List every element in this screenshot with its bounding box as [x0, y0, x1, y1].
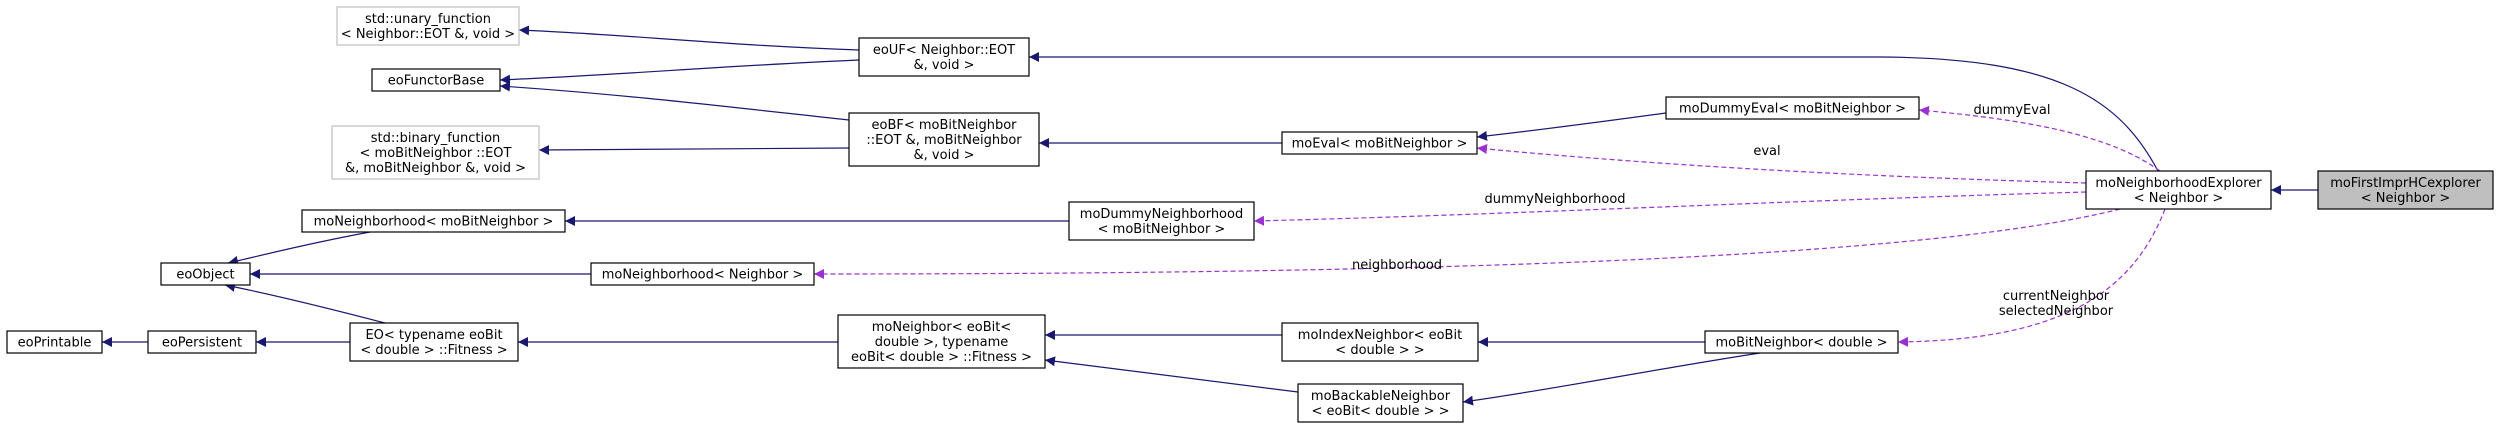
- class-node-label: < Neighbor::EOT &, void >: [341, 27, 515, 42]
- edge-explorer-to-eouf: [1029, 52, 2159, 172]
- class-node-label: eoBF< moBitNeighbor: [872, 118, 1018, 133]
- class-node-label: moNeighborhood< moBitNeighbor >: [314, 215, 554, 230]
- nodes-layer: std::unary_function< Neighbor::EOT &, vo…: [6, 6, 2494, 423]
- class-node-box: [147, 330, 257, 354]
- class-node-box: [2085, 170, 2272, 210]
- edge-explorer-to-dummynbhd: [1253, 191, 2087, 226]
- class-node-box: [1297, 383, 1464, 423]
- class-node-eoobject[interactable]: eoObject: [160, 262, 251, 286]
- class-node-label: moNeighborhood< Neighbor >: [602, 268, 804, 283]
- class-node-label: std::unary_function: [365, 12, 491, 27]
- class-node-label: eoPrintable: [18, 336, 92, 351]
- edge-explorer-to-nbhd: [813, 208, 2121, 279]
- edge-label-neighbor: currentNeighbor: [2003, 289, 2110, 304]
- class-node-box: [301, 209, 566, 233]
- class-node-label: < Neighbor >: [2134, 191, 2223, 206]
- class-node-moneighbor[interactable]: moNeighbor< eoBit<double >, typenameeoBi…: [837, 314, 1046, 369]
- edge-labels-layer: dummyEval eval dummyNeighborhood neighborho…: [1352, 103, 2114, 319]
- class-node-box: [858, 37, 1030, 77]
- edge-eobf-to-binary: [538, 144, 850, 155]
- class-node-label: EO< typename eoBit: [365, 328, 502, 343]
- class-node-label: < Neighbor >: [2361, 191, 2450, 206]
- class-node-firstimpr[interactable]: moFirstImprHCexplorer< Neighbor >: [2317, 170, 2494, 210]
- class-node-label: < double > >: [1335, 343, 1424, 358]
- class-node-box: [160, 262, 251, 286]
- edge-label-neighborhood: neighborhood: [1352, 258, 1442, 273]
- class-node-label: moBitNeighbor< double >: [1716, 336, 1888, 351]
- class-node-box: [336, 6, 520, 46]
- edge-label-eval: eval: [1753, 144, 1780, 159]
- edge-label-dummyEval: dummyEval: [1974, 103, 2051, 118]
- edge-explorer-to-dummyeval: [1918, 105, 2161, 172]
- class-node-eopersistent[interactable]: eoPersistent: [147, 330, 257, 354]
- class-node-label: eoUF< Neighbor::EOT: [873, 43, 1015, 58]
- class-node-label: std::binary_function: [371, 131, 501, 146]
- class-node-binary[interactable]: std::binary_function< moBitNeighbor ::EO…: [331, 125, 540, 180]
- class-node-label: eoBit< double > ::Fitness >: [851, 350, 1032, 365]
- class-node-box: [349, 322, 519, 362]
- class-node-label: &, void >: [914, 148, 975, 163]
- class-node-unary[interactable]: std::unary_function< Neighbor::EOT &, vo…: [336, 6, 520, 46]
- class-node-box: [6, 330, 103, 354]
- class-node-label: moBackableNeighbor: [1311, 389, 1451, 404]
- class-node-explorer[interactable]: moNeighborhoodExplorer< Neighbor >: [2085, 170, 2272, 210]
- class-node-eouf[interactable]: eoUF< Neighbor::EOT&, void >: [858, 37, 1030, 77]
- class-node-label: ::EOT &, moBitNeighbor: [866, 133, 1022, 148]
- class-node-label: eoPersistent: [162, 336, 242, 351]
- class-node-label: moDummyNeighborhood: [1080, 207, 1243, 222]
- class-node-moeval[interactable]: moEval< moBitNeighbor >: [1281, 131, 1478, 155]
- class-node-eoprintable[interactable]: eoPrintable: [6, 330, 103, 354]
- class-node-label: < moBitNeighbor >: [1098, 222, 1226, 237]
- class-node-box: [371, 68, 501, 92]
- class-node-indexnbr[interactable]: moIndexNeighbor< eoBit< double > >: [1281, 322, 1479, 362]
- edge-dummyeval-to-moeval: [1476, 112, 1667, 141]
- class-node-label: moEval< moBitNeighbor >: [1292, 137, 1468, 152]
- class-node-functorbase[interactable]: eoFunctorBase: [371, 68, 501, 92]
- class-node-label: &, moBitNeighbor &, void >: [345, 161, 526, 176]
- class-node-label: < eoBit< double > >: [1312, 404, 1450, 419]
- class-node-label: moNeighborhoodExplorer: [2095, 176, 2262, 191]
- class-node-box: [1068, 201, 1255, 241]
- class-node-eobf[interactable]: eoBF< moBitNeighbor::EOT &, moBitNeighbo…: [848, 112, 1040, 167]
- class-node-box: [2317, 170, 2494, 210]
- class-node-label: < moBitNeighbor ::EOT: [360, 146, 512, 161]
- class-node-box: [331, 125, 540, 180]
- class-node-label: &, void >: [914, 58, 975, 73]
- edge-explorer-to-bitnbr: [1897, 208, 2166, 347]
- class-node-eo[interactable]: EO< typename eoBit< double > ::Fitness >: [349, 322, 519, 362]
- class-node-box: [848, 112, 1040, 167]
- edge-eo-to-eoobject: [224, 282, 386, 324]
- class-node-label: moIndexNeighbor< eoBit: [1298, 328, 1462, 343]
- edge-eouf-to-unary: [518, 25, 860, 51]
- class-node-dummynbhd[interactable]: moDummyNeighborhood< moBitNeighbor >: [1068, 201, 1255, 241]
- edge-nbhdbit-to-eoobject: [227, 231, 371, 266]
- class-node-nbhd[interactable]: moNeighborhood< Neighbor >: [590, 262, 815, 286]
- edge-backable-to-moneighbor: [1044, 356, 1299, 393]
- class-node-label: moDummyEval< moBitNeighbor >: [1679, 102, 1906, 117]
- edge-eouf-to-functorbase: [499, 59, 860, 85]
- class-node-box: [1281, 131, 1478, 155]
- class-node-box: [1704, 330, 1899, 354]
- class-node-label: double >, typename: [875, 335, 1009, 350]
- edge-bitnbr-to-backable: [1462, 352, 1761, 406]
- class-node-box: [1665, 96, 1920, 120]
- class-node-box: [1281, 322, 1479, 362]
- class-node-label: eoFunctorBase: [388, 74, 484, 89]
- class-node-dummyeval[interactable]: moDummyEval< moBitNeighbor >: [1665, 96, 1920, 120]
- class-node-nbhdbit[interactable]: moNeighborhood< moBitNeighbor >: [301, 209, 566, 233]
- edges-layer: [102, 25, 2318, 406]
- class-node-label: eoObject: [176, 268, 234, 283]
- class-node-bitnbr[interactable]: moBitNeighbor< double >: [1704, 330, 1899, 354]
- class-node-label: < double > ::Fitness >: [360, 343, 507, 358]
- edge-label-dummyNeighborhood: dummyNeighborhood: [1484, 192, 1625, 207]
- class-node-label: moNeighbor< eoBit<: [872, 320, 1012, 335]
- class-node-backable[interactable]: moBackableNeighbor< eoBit< double > >: [1297, 383, 1464, 423]
- edge-explorer-to-moeval: [1476, 143, 2087, 184]
- class-node-label: moFirstImprHCexplorer: [2330, 176, 2481, 191]
- class-node-box: [837, 314, 1046, 369]
- edge-label-neighbor: selectedNeighbor: [1999, 304, 2114, 319]
- edge-eobf-to-functorbase: [499, 81, 850, 121]
- class-node-box: [590, 262, 815, 286]
